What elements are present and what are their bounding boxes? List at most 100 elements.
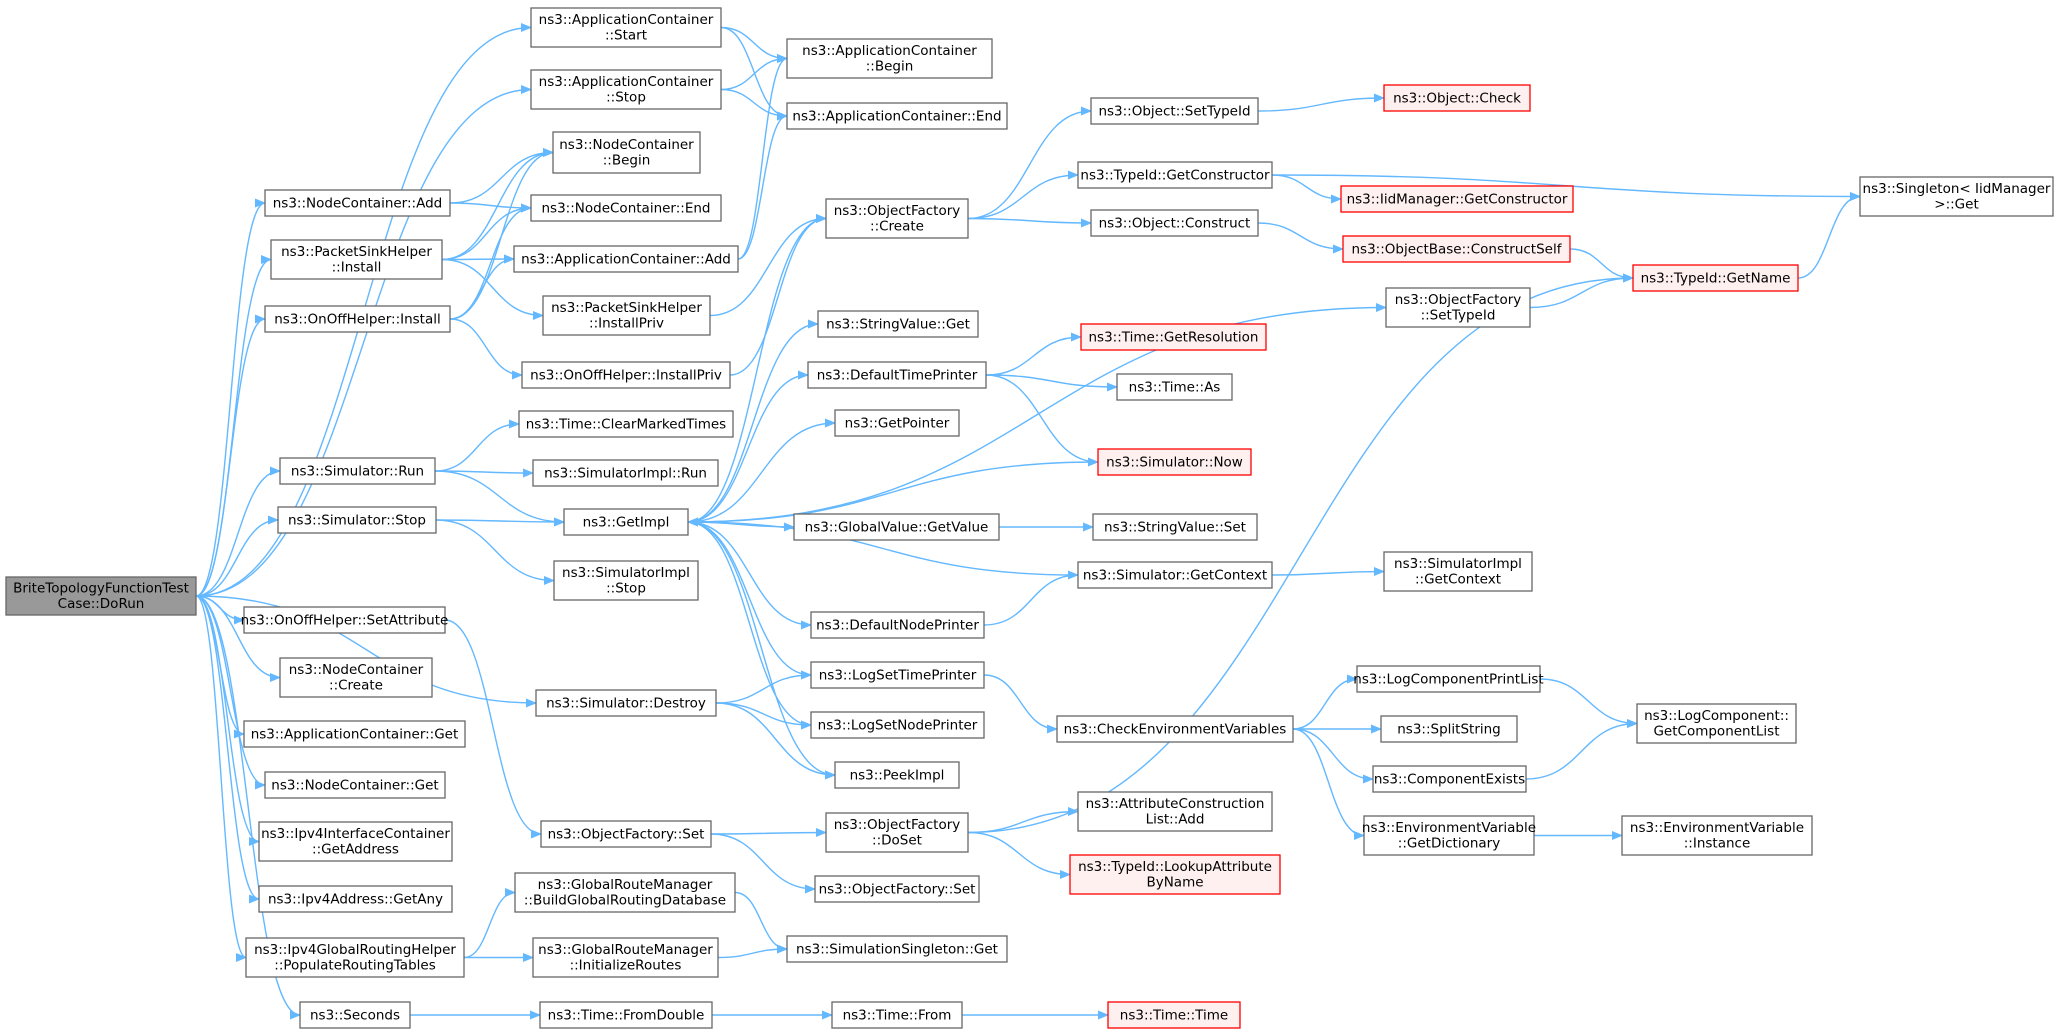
node-time_clearmarked[interactable]: ns3::Time::ClearMarkedTimes [518,410,734,438]
node-box[interactable] [530,69,722,110]
node-sv_get[interactable]: ns3::StringValue::Get [817,310,979,338]
node-time_time[interactable]: ns3::Time::Time [1107,1001,1241,1029]
node-nc_create[interactable]: ns3::NodeContainer::Create [279,657,433,698]
node-box[interactable] [1372,765,1527,793]
node-box[interactable] [817,310,979,338]
node-box[interactable] [825,198,969,239]
node-ipv4ic_getaddress[interactable]: ns3::Ipv4InterfaceContainer::GetAddress [258,821,453,862]
node-box[interactable] [264,305,451,333]
node-box[interactable] [810,611,985,639]
node-box[interactable] [258,885,453,913]
node-box[interactable] [1340,185,1574,213]
node-get_impl[interactable]: ns3::GetImpl [563,508,689,536]
node-box[interactable] [834,409,960,437]
node-sim_destroy[interactable]: ns3::Simulator::Destroy [535,689,717,717]
node-ac_start[interactable]: ns3::ApplicationContainer::Start [530,7,722,48]
node-sim_now[interactable]: ns3::Simulator::Now [1097,448,1252,476]
node-nc_begin[interactable]: ns3::NodeContainer::Begin [552,131,701,174]
node-ipv4grh_populate[interactable]: ns3::Ipv4GlobalRoutingHelper::PopulateRo… [245,937,465,978]
node-box[interactable] [1090,209,1259,237]
node-obj_construct[interactable]: ns3::Object::Construct [1090,209,1259,237]
node-ooh_setattribute[interactable]: ns3::OnOffHelper::SetAttribute [241,606,449,634]
node-box[interactable] [1090,97,1259,125]
node-box[interactable] [1092,513,1258,541]
node-box[interactable] [1080,323,1267,351]
node-singleton_get[interactable]: ns3::Singleton< IidManager>::Get [1859,176,2054,217]
node-tid_getname[interactable]: ns3::TypeId::GetName [1632,264,1799,292]
node-of_create[interactable]: ns3::ObjectFactory::Create [825,198,969,239]
node-box[interactable] [5,576,197,616]
node-simimpl_stop[interactable]: ns3::SimulatorImpl::Stop [553,560,699,601]
node-sim_getcontext[interactable]: ns3::Simulator::GetContext [1077,561,1273,589]
node-box[interactable] [1621,815,1813,856]
node-split_string[interactable]: ns3::SplitString [1380,715,1518,743]
node-gv_getvalue[interactable]: ns3::GlobalValue::GetValue [793,513,1000,541]
node-box[interactable] [277,506,437,534]
node-box[interactable] [1077,161,1273,189]
node-env_instance[interactable]: ns3::EnvironmentVariable::Instance [1621,815,1813,856]
node-default_time_printer[interactable]: ns3::DefaultTimePrinter [807,361,987,389]
node-box[interactable] [814,875,980,903]
node-box[interactable] [786,935,1008,963]
node-box[interactable] [243,720,466,748]
node-nc_add[interactable]: ns3::NodeContainer::Add [264,189,451,217]
node-box[interactable] [270,239,443,280]
node-simimpl_run[interactable]: ns3::SimulatorImpl::Run [532,459,719,487]
node-box[interactable] [1383,84,1531,112]
node-nc_get[interactable]: ns3::NodeContainer::Get [264,771,446,799]
node-log_setnodeprinter[interactable]: ns3::LogSetNodePrinter [810,711,985,739]
node-tid_getconstructor[interactable]: ns3::TypeId::GetConstructor [1077,161,1273,189]
node-box[interactable] [563,508,689,536]
node-ac_get[interactable]: ns3::ApplicationContainer::Get [243,720,466,748]
node-box[interactable] [1097,448,1252,476]
node-of_doset[interactable]: ns3::ObjectFactory::DoSet [825,812,969,853]
node-ooh_install[interactable]: ns3::OnOffHelper::Install [264,305,451,333]
node-box[interactable] [1116,373,1233,401]
node-box[interactable] [530,194,722,222]
node-objbase_constructself[interactable]: ns3::ObjectBase::ConstructSelf [1342,235,1571,263]
node-box[interactable] [264,189,451,217]
node-sim_stop[interactable]: ns3::Simulator::Stop [277,506,437,534]
node-box[interactable] [264,771,446,799]
node-obj_settypeid[interactable]: ns3::Object::SetTypeId [1090,97,1259,125]
node-psh_install[interactable]: ns3::PacketSinkHelper::Install [270,239,443,280]
node-time_from[interactable]: ns3::Time::From [831,1001,963,1029]
node-box[interactable] [1107,1001,1241,1029]
node-box[interactable] [540,820,712,848]
node-of_set2[interactable]: ns3::ObjectFactory::Set [814,875,980,903]
node-box[interactable] [243,606,446,634]
node-grm_build[interactable]: ns3::GlobalRouteManager::BuildGlobalRout… [514,872,736,913]
node-of_set[interactable]: ns3::ObjectFactory::Set [540,820,712,848]
node-log_settimeprinter[interactable]: ns3::LogSetTimePrinter [810,661,985,689]
node-time_fromdouble[interactable]: ns3::Time::FromDouble [539,1001,713,1029]
node-lc_printlist[interactable]: ns3::LogComponentPrintList [1353,665,1544,693]
node-box[interactable] [1636,703,1797,744]
node-box[interactable] [1069,854,1281,895]
node-iid_getconstructor[interactable]: ns3::IidManager::GetConstructor [1340,185,1574,213]
node-box[interactable] [825,812,969,853]
node-of_settypeid[interactable]: ns3::ObjectFactory::SetTypeId [1385,287,1531,328]
node-box[interactable] [1383,551,1533,592]
node-box[interactable] [1380,715,1518,743]
node-box[interactable] [834,761,960,789]
node-obj_check[interactable]: ns3::Object::Check [1383,84,1531,112]
node-box[interactable] [1077,791,1273,832]
node-simsingleton_get[interactable]: ns3::SimulationSingleton::Get [786,935,1008,963]
node-box[interactable] [1056,715,1294,743]
node-box[interactable] [245,937,465,978]
node-ooh_installpriv[interactable]: ns3::OnOffHelper::InstallPriv [521,361,731,389]
node-box[interactable] [831,1001,963,1029]
node-component_exists[interactable]: ns3::ComponentExists [1372,765,1527,793]
node-box[interactable] [810,711,985,739]
node-box[interactable] [521,361,731,389]
node-box[interactable] [1859,176,2054,217]
node-sim_run[interactable]: ns3::Simulator::Run [279,457,436,485]
node-simimpl_getcontext[interactable]: ns3::SimulatorImpl::GetContext [1383,551,1533,592]
node-check_env[interactable]: ns3::CheckEnvironmentVariables [1056,715,1294,743]
node-box[interactable] [810,661,985,689]
node-box[interactable] [807,361,987,389]
node-ac_add[interactable]: ns3::ApplicationContainer::Add [513,245,739,273]
node-peek_impl[interactable]: ns3::PeekImpl [834,761,960,789]
